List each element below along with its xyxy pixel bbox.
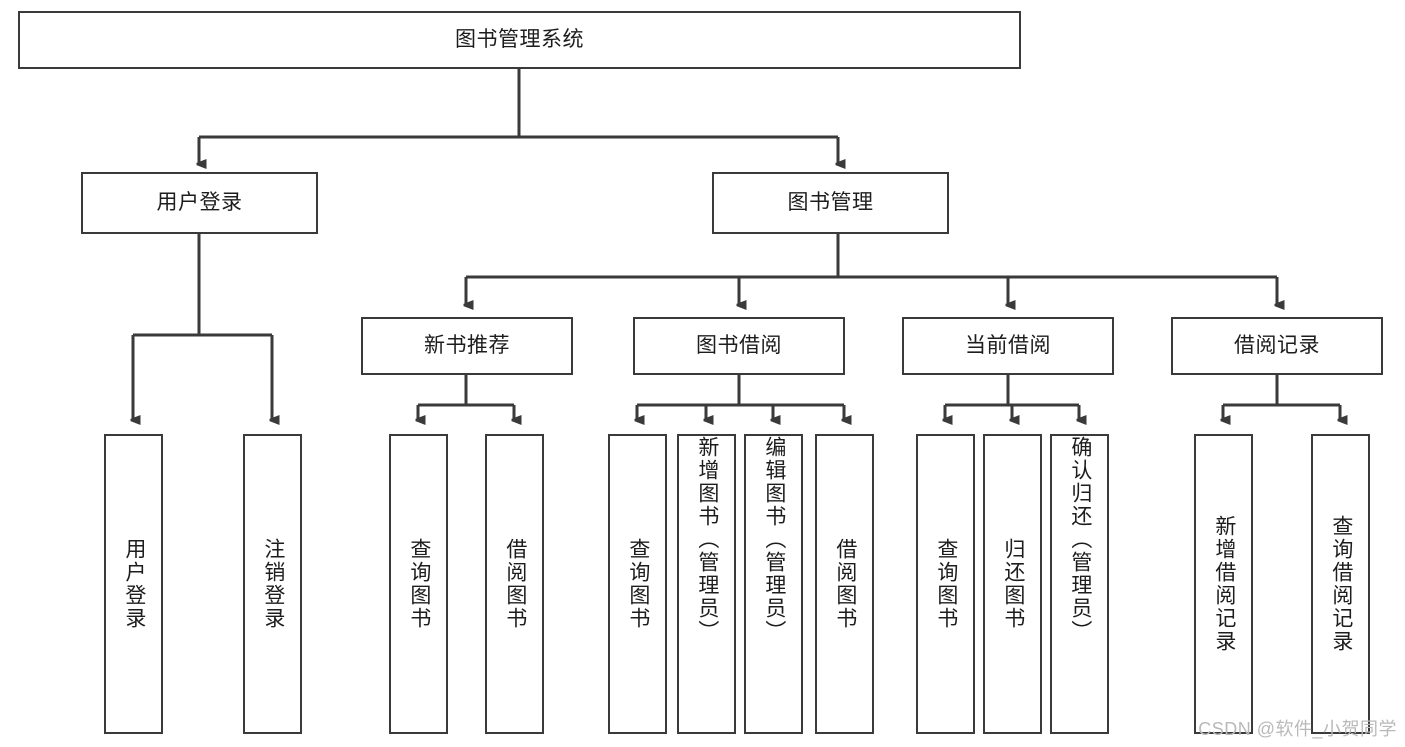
leaf-logout-label: 注销登录 <box>261 538 285 630</box>
leaf-confirm-return-label: 确认归还（管理员） <box>1068 436 1092 643</box>
node-current-borrow-label: 当前借阅 <box>965 333 1051 357</box>
leaf-edit-book-label: 编辑图书（管理员） <box>762 436 786 643</box>
leaf-query-book-1-label: 查询图书 <box>407 538 431 630</box>
leaf-edit-book[interactable]: 编辑图书（管理员） <box>744 434 803 734</box>
leaf-confirm-return[interactable]: 确认归还（管理员） <box>1050 434 1109 734</box>
leaf-add-record[interactable]: 新增借阅记录 <box>1194 434 1253 734</box>
leaf-borrow-book-2[interactable]: 借阅图书 <box>815 434 874 734</box>
node-book-manage[interactable]: 图书管理 <box>712 172 949 234</box>
leaf-query-record[interactable]: 查询借阅记录 <box>1311 434 1370 734</box>
leaf-add-book-label: 新增图书（管理员） <box>695 436 719 643</box>
leaf-logout[interactable]: 注销登录 <box>243 434 302 734</box>
leaf-query-book-3[interactable]: 查询图书 <box>916 434 975 734</box>
node-new-book-rec-label: 新书推荐 <box>424 333 510 357</box>
leaf-query-record-label: 查询借阅记录 <box>1329 515 1353 653</box>
leaf-add-book[interactable]: 新增图书（管理员） <box>677 434 736 734</box>
node-root-label: 图书管理系统 <box>455 27 584 51</box>
node-current-borrow[interactable]: 当前借阅 <box>902 317 1114 375</box>
node-new-book-rec[interactable]: 新书推荐 <box>361 317 573 375</box>
node-book-borrow[interactable]: 图书借阅 <box>633 317 845 375</box>
leaf-return-book[interactable]: 归还图书 <box>983 434 1042 734</box>
leaf-query-book-3-label: 查询图书 <box>934 538 958 630</box>
node-user-login[interactable]: 用户登录 <box>81 172 318 234</box>
leaf-return-book-label: 归还图书 <box>1001 538 1025 630</box>
node-user-login-label: 用户登录 <box>156 190 243 214</box>
leaf-query-book-1[interactable]: 查询图书 <box>389 434 448 734</box>
leaf-add-record-label: 新增借阅记录 <box>1212 515 1236 653</box>
leaf-borrow-book-2-label: 借阅图书 <box>833 538 857 630</box>
node-borrow-record[interactable]: 借阅记录 <box>1171 317 1383 375</box>
node-borrow-record-label: 借阅记录 <box>1234 333 1320 357</box>
leaf-query-book-2[interactable]: 查询图书 <box>608 434 667 734</box>
node-root[interactable]: 图书管理系统 <box>18 11 1021 69</box>
node-book-manage-label: 图书管理 <box>787 190 874 214</box>
leaf-query-book-2-label: 查询图书 <box>626 538 650 630</box>
leaf-borrow-book-1-label: 借阅图书 <box>503 538 527 630</box>
leaf-user-login[interactable]: 用户登录 <box>104 434 163 734</box>
node-book-borrow-label: 图书借阅 <box>696 333 782 357</box>
watermark: CSDN @软件_小贺同学 <box>1198 719 1397 739</box>
leaf-user-login-label: 用户登录 <box>122 538 146 630</box>
leaf-borrow-book-1[interactable]: 借阅图书 <box>485 434 544 734</box>
